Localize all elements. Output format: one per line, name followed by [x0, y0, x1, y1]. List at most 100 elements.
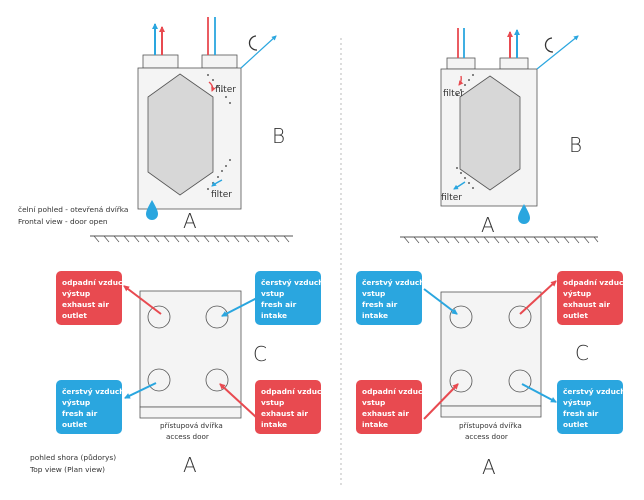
box-line: odpadní vzduch	[563, 278, 629, 287]
left-door-label-en: access door	[166, 432, 209, 441]
left-ground	[90, 235, 293, 243]
left-door-label-cz: přístupová dvířka	[160, 421, 223, 430]
right-heat-exchanger	[459, 75, 521, 191]
right-top-view: čerstvý vzduch vstup fresh air intake od…	[356, 271, 629, 479]
left-filter-label-bottom: filter	[211, 190, 232, 200]
box-line: fresh air	[362, 300, 398, 309]
right-filter-dots-top	[456, 74, 474, 96]
right-arrow-fresh-out	[521, 383, 557, 403]
box-line: fresh air	[62, 409, 98, 418]
left-box-exhaust-outlet	[56, 271, 122, 325]
right-access-door	[440, 405, 542, 418]
left-filter-arrow-blue	[211, 179, 223, 187]
box-line: vstup	[261, 289, 284, 298]
left-filter-dots-top	[207, 74, 231, 104]
right-port-bottom-right	[508, 369, 532, 393]
front-view-caption-cz: čelní pohled - otevřená dvířka	[18, 205, 128, 214]
left-arrow-exhaust-in	[219, 383, 258, 419]
box-line: intake	[362, 311, 388, 320]
left-access-door	[139, 406, 242, 419]
box-line: exhaust air	[62, 300, 109, 309]
front-view-caption-en: Frontal view - door open	[18, 217, 108, 226]
box-line: outlet	[62, 311, 87, 320]
box-line: čerstvý vzduch	[62, 387, 125, 396]
left-label-A-front: A	[183, 209, 197, 233]
left-filter-arrow-red	[208, 81, 216, 92]
right-label-C: C	[575, 341, 589, 365]
right-filter-dots-bottom	[456, 167, 474, 189]
left-box-exhaust-intake	[255, 380, 321, 434]
right-top-connector-1	[446, 57, 476, 70]
box-line: fresh air	[563, 409, 599, 418]
right-box-fresh-intake	[356, 271, 422, 325]
box-line: outlet	[62, 420, 87, 429]
right-ground	[400, 236, 599, 244]
top-view-caption-cz: pohled shora (půdorys)	[30, 453, 116, 462]
right-filter-arrow-red	[458, 75, 464, 86]
left-port-bottom-left	[147, 368, 171, 392]
left-label-C: C	[253, 342, 267, 366]
box-line: odpadní vzduch	[261, 387, 327, 396]
left-arrow-fresh-in	[221, 297, 258, 317]
right-door-label-cz: přístupová dvířka	[459, 421, 522, 430]
box-line: exhaust air	[261, 409, 308, 418]
right-label-A-top: A	[482, 455, 496, 479]
box-line: intake	[261, 420, 287, 429]
left-label-A-top: A	[183, 453, 197, 477]
right-filter-label-top: filter	[443, 89, 464, 99]
box-line: intake	[362, 420, 388, 429]
left-box-fresh-intake	[255, 271, 321, 325]
left-label-B: B	[272, 124, 285, 148]
right-arrow-exhaust-out	[519, 280, 557, 315]
box-line: čerstvý vzduch	[362, 278, 425, 287]
left-door-diagonal-arrow	[240, 35, 277, 69]
right-port-top-right	[508, 305, 532, 329]
left-arrow-fresh-out	[124, 382, 157, 399]
left-arrow-exhaust-out	[123, 285, 162, 315]
right-box-exhaust-intake	[356, 380, 422, 434]
box-line: vstup	[362, 398, 385, 407]
box-line: vstup	[362, 289, 385, 298]
left-filter-label-top: filter	[215, 85, 236, 95]
right-filter-arrow-blue	[453, 181, 466, 190]
left-port-top-right	[205, 305, 229, 329]
right-box-exhaust-outlet	[557, 271, 623, 325]
left-heat-exchanger	[147, 73, 214, 196]
right-water-drop-icon	[518, 204, 530, 224]
box-line: outlet	[563, 311, 588, 320]
box-line: odpadní vzduch	[362, 387, 428, 396]
box-line: odpadní vzduch	[62, 278, 128, 287]
box-line: fresh air	[261, 300, 297, 309]
top-view-caption-en: Top view (Plan view)	[29, 465, 105, 474]
right-arrow-exhaust-in	[423, 383, 459, 420]
box-line: exhaust air	[362, 409, 409, 418]
left-front-view: filter filter B A čelní pohled - otevřen…	[18, 17, 293, 243]
right-port-top-left	[449, 305, 473, 329]
right-front-view: filter filter B A	[400, 28, 599, 244]
left-top-connector-2	[201, 54, 238, 69]
box-line: outlet	[563, 420, 588, 429]
box-line: výstup	[62, 289, 90, 298]
box-line: čerstvý vzduch	[261, 278, 324, 287]
left-port-top-left	[147, 305, 171, 329]
right-rotate-icon	[544, 37, 554, 53]
box-line: vstup	[261, 398, 284, 407]
right-label-A-front: A	[481, 213, 495, 237]
box-line: intake	[261, 311, 287, 320]
right-top-connector-2	[499, 57, 529, 70]
right-filter-label-bottom: filter	[441, 193, 462, 203]
left-top-view: odpadní vzduch výstup exhaust air outlet…	[29, 271, 327, 477]
right-box-fresh-outlet	[557, 380, 623, 434]
box-line: výstup	[563, 289, 591, 298]
left-water-drop-icon	[146, 200, 158, 220]
right-label-B: B	[569, 133, 582, 157]
box-line: čerstvý vzduch	[563, 387, 626, 396]
box-line: exhaust air	[563, 300, 610, 309]
left-rotate-icon	[248, 35, 258, 51]
right-door-diagonal-arrow	[536, 35, 579, 70]
box-line: výstup	[563, 398, 591, 407]
left-box-fresh-outlet	[56, 380, 122, 434]
right-arrow-fresh-in	[423, 288, 458, 315]
left-top-connector-1	[142, 54, 179, 69]
